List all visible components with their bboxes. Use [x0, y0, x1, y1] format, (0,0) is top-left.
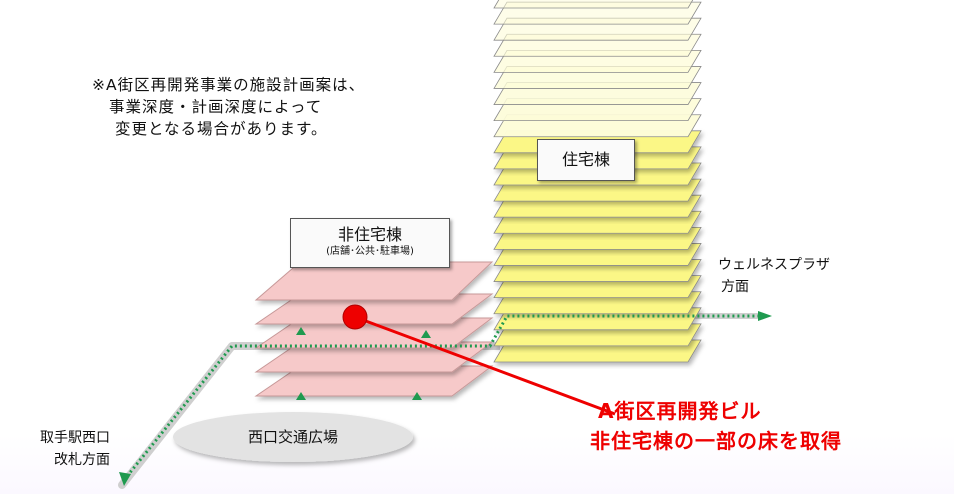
route-arrowhead-down: [119, 472, 131, 486]
callout-line-1: A街区再開発ビル: [598, 399, 762, 423]
wellness-plaza-direction: ウェルネスプラザ 方面: [718, 254, 830, 298]
acquisition-callout: A街区再開発ビル 非住宅棟の一部の床を取得: [590, 396, 842, 456]
toride-station-direction: 取手駅西口 改札方面: [18, 427, 110, 471]
nonresidential-building-label: 非住宅棟 (店舗･公共･駐車場): [290, 218, 450, 268]
toride-line-2: 改札方面: [54, 452, 110, 468]
non-residential-building: [254, 261, 494, 397]
wellness-line-1: ウェルネスプラザ: [718, 257, 830, 273]
nonresidential-subtitle: (店舗･公共･駐車場): [326, 246, 414, 257]
callout-line-2: 非住宅棟の一部の床を取得: [590, 429, 842, 453]
toride-line-1: 取手駅西口: [40, 430, 110, 446]
west-exit-plaza-ellipse: [173, 412, 413, 462]
residential-floor: [493, 0, 694, 9]
residential-building-label: 住宅棟: [537, 139, 635, 181]
callout-leader-line: [354, 315, 616, 416]
note-line-2: 事業深度・計画深度によって: [109, 98, 323, 116]
acquired-floor-marker: [342, 304, 368, 330]
residential-building: [493, 0, 702, 363]
pedestrian-route: [122, 314, 760, 481]
planning-note: ※A街区再開発事業の施設計画案は、 事業深度・計画深度によって 変更となる場合が…: [92, 74, 365, 140]
wellness-line-2: 方面: [721, 279, 749, 295]
route-arrowhead-right: [758, 311, 772, 321]
west-exit-plaza-label: 西口交通広場: [247, 428, 338, 446]
access-arrows: [296, 327, 431, 400]
nonresidential-title: 非住宅棟: [337, 225, 402, 244]
note-line-3: 変更となる場合があります。: [115, 120, 328, 138]
note-line-1: ※A街区再開発事業の施設計画案は、: [92, 76, 366, 94]
